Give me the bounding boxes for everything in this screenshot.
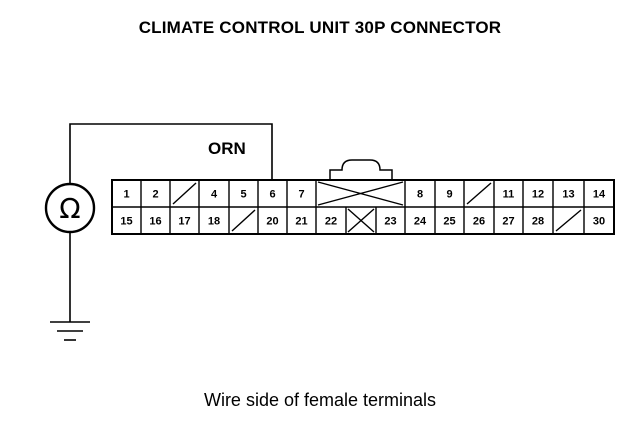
- pin-1: 1: [123, 189, 129, 201]
- pin-label: 4: [211, 189, 218, 201]
- pin-14: 14: [593, 189, 606, 201]
- caption: Wire side of female terminals: [203, 390, 437, 410]
- blank-cavity: [555, 209, 582, 232]
- pin-label: 24: [414, 216, 427, 228]
- pin-label: 21: [295, 216, 307, 228]
- pin-24: 24: [414, 216, 427, 228]
- pin-label: 13: [562, 189, 574, 201]
- pin-15: 15: [120, 216, 132, 228]
- pin-label: 16: [149, 216, 161, 228]
- blank-cavity: [466, 182, 492, 205]
- pin-label: 15: [120, 216, 132, 228]
- probe-wire: [69, 123, 273, 322]
- pin-23: 23: [384, 216, 396, 228]
- pin-21: 21: [295, 216, 307, 228]
- pin-6: 6: [269, 189, 275, 201]
- blank-cavity: [172, 182, 197, 205]
- blank-cavity-wide: [317, 181, 404, 206]
- pin-label: 11: [503, 189, 515, 201]
- pin-label: 20: [266, 216, 278, 228]
- pin-4: 4: [211, 189, 218, 201]
- pin-label: 12: [532, 189, 544, 201]
- pin-5: 5: [240, 189, 246, 201]
- ohmmeter: Ω: [44, 182, 96, 234]
- pin-18: 18: [208, 216, 220, 228]
- pin-12: 12: [532, 189, 544, 201]
- pin-label: 7: [298, 189, 304, 201]
- pin-8: 8: [417, 189, 423, 201]
- pin-label: 1: [123, 189, 129, 201]
- pin-13: 13: [562, 189, 574, 201]
- pin-17: 17: [178, 216, 190, 228]
- pin-label: 22: [325, 216, 337, 228]
- pin-25: 25: [443, 216, 455, 228]
- wire-color-label: ORN: [208, 139, 246, 158]
- pin-label: 23: [384, 216, 396, 228]
- connector-latch: [329, 159, 393, 180]
- pin-16: 16: [149, 216, 161, 228]
- pin-26: 26: [473, 216, 485, 228]
- pin-30: 30: [593, 216, 605, 228]
- ground-icon: [50, 321, 90, 341]
- pin-7: 7: [298, 189, 304, 201]
- pin-label: 6: [269, 189, 275, 201]
- pin-20: 20: [266, 216, 278, 228]
- pin-label: 18: [208, 216, 220, 228]
- pin-9: 9: [446, 189, 452, 201]
- pin-label: 27: [502, 216, 514, 228]
- pin-label: 25: [443, 216, 455, 228]
- blank-cavity: [231, 209, 256, 232]
- pin-11: 11: [503, 189, 515, 201]
- pin-label: 17: [178, 216, 190, 228]
- pin-label: 2: [152, 189, 158, 201]
- diagram-title: CLIMATE CONTROL UNIT 30P CONNECTOR: [138, 18, 502, 37]
- pin-label: 26: [473, 216, 485, 228]
- ohm-symbol: Ω: [59, 192, 80, 225]
- pin-label: 28: [532, 216, 544, 228]
- pin-label: 8: [417, 189, 423, 201]
- pin-label: 14: [593, 189, 606, 201]
- pin-label: 30: [593, 216, 605, 228]
- pin-27: 27: [502, 216, 514, 228]
- pin-label: 9: [446, 189, 452, 201]
- blank-cavity-crossed: [347, 208, 375, 233]
- pin-28: 28: [532, 216, 544, 228]
- pin-label: 5: [240, 189, 246, 201]
- pin-2: 2: [152, 189, 158, 201]
- pin-22: 22: [325, 216, 337, 228]
